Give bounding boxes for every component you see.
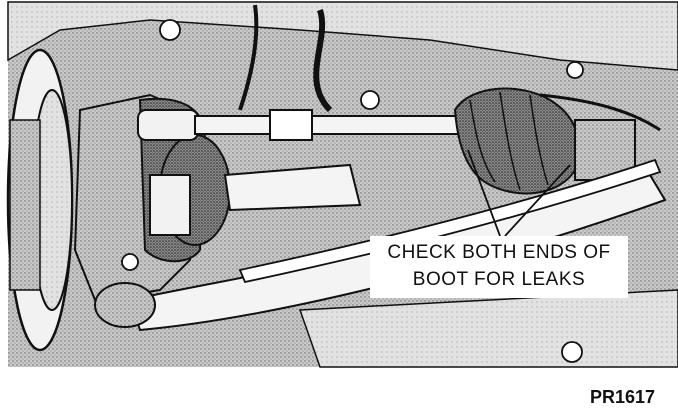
- wiring-harness-2: [539, 93, 661, 132]
- callout-line-2: BOOT FOR LEAKS: [412, 269, 586, 290]
- callout-box: CHECK BOTH ENDS OF BOOT FOR LEAKS: [370, 236, 628, 298]
- upper-body-panel: [7, 1, 678, 71]
- bolt: [360, 90, 380, 110]
- tie-rod-nut: [269, 109, 313, 141]
- ball-joint: [94, 282, 156, 328]
- wiring-harness: [313, 9, 333, 113]
- bolt: [121, 253, 139, 271]
- brake-hose: [238, 4, 259, 111]
- bolt: [159, 19, 181, 41]
- leader-line-outer-end: [504, 164, 571, 237]
- hub-flange: [9, 119, 41, 291]
- tie-rod: [194, 115, 461, 135]
- leader-line-inner-end: [467, 149, 501, 237]
- bolt: [566, 61, 584, 79]
- figure-id-label: PR1617: [590, 387, 656, 407]
- bolt: [561, 341, 583, 363]
- callout-line-1: CHECK BOTH ENDS OF: [387, 242, 611, 263]
- drive-shaft: [223, 163, 362, 212]
- outer-cv-boot: [137, 97, 231, 263]
